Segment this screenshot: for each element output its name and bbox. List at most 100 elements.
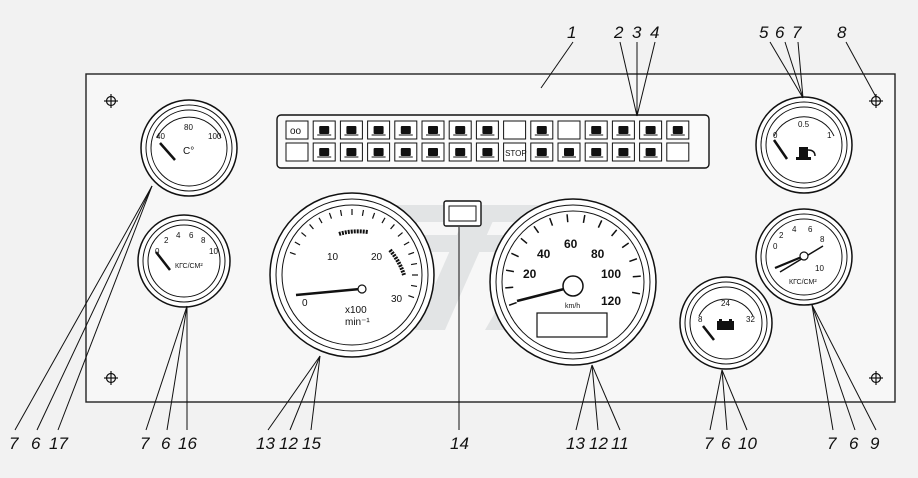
tacho-multiplier-label: x100 — [345, 305, 367, 316]
volt-tick-label: 24 — [721, 299, 730, 308]
callout-17: 17 — [49, 434, 68, 453]
callout-15: 15 — [302, 434, 321, 453]
air-unit-label: КГС/СМ² — [789, 279, 817, 286]
fog-light-icon — [367, 120, 391, 140]
gauge-needle — [772, 139, 789, 160]
tacho-tick-label: 0 — [302, 298, 308, 309]
tacho-tick — [361, 209, 365, 217]
callout-6: 6 — [775, 23, 785, 42]
coolant-temperature-gauge: 40 80 100 C° — [140, 99, 238, 197]
speed-tick-label: 80 — [591, 247, 605, 261]
lowbeam-icon — [421, 120, 445, 140]
speed-tick-label: 20 — [523, 267, 537, 281]
gauge-needle — [159, 142, 176, 161]
tacho-unit-label: min⁻¹ — [345, 317, 370, 328]
tacho-tick-label: 20 — [371, 252, 383, 263]
callout-6-oil: 6 — [161, 434, 171, 453]
battery-icon — [717, 319, 734, 330]
highbeam-icon — [394, 120, 418, 140]
callout-6-volt: 6 — [721, 434, 731, 453]
speed-tick-label: 100 — [601, 267, 621, 281]
callout-1: 1 — [567, 23, 576, 42]
callout-7-left: 7 — [9, 434, 19, 453]
air-tick-label: 0 — [773, 242, 778, 251]
volt-tick-label: 8 — [698, 315, 703, 324]
speedo-tick — [621, 242, 630, 249]
indicator-blank — [666, 142, 690, 162]
air-tick-label: 4 — [792, 225, 797, 234]
grid-icon — [312, 142, 336, 162]
speedo-tick — [505, 269, 515, 273]
oo: oo — [285, 120, 309, 140]
speedo-tick — [508, 301, 517, 306]
volt-tick-label: 32 — [746, 315, 755, 324]
gauge-needle — [295, 287, 361, 297]
mounting-screw — [104, 94, 118, 108]
oil-tick-label: 0 — [155, 247, 160, 256]
callout-7-volt: 7 — [704, 434, 714, 453]
gauge-needle — [155, 251, 171, 271]
tacho-tick — [408, 294, 415, 299]
tacho-tick — [294, 241, 301, 246]
tacho-tick — [309, 224, 314, 230]
oil-tick-label: 8 — [201, 236, 206, 245]
abs-icon — [584, 142, 608, 162]
speed-unit-label: km/h — [565, 303, 580, 310]
callout-4: 4 — [650, 23, 659, 42]
air-tick-label: 2 — [779, 231, 784, 240]
temp-tick-label: 80 — [184, 123, 193, 132]
oil-tick-label: 4 — [176, 231, 181, 240]
callout-5: 5 — [759, 23, 769, 42]
callout-16: 16 — [178, 434, 197, 453]
temp-tick-label: 40 — [156, 132, 165, 141]
turn-signal-icon — [448, 120, 472, 140]
tacho-tick — [397, 232, 403, 237]
callout-7-air: 7 — [827, 434, 837, 453]
rear-fog-icon — [530, 120, 554, 140]
speed-tick-label: 60 — [564, 237, 578, 251]
indicator-blank — [285, 142, 309, 162]
center-indicator-lamp — [443, 200, 482, 227]
mounting-screw — [104, 371, 118, 385]
speedo-tick — [632, 275, 641, 278]
leader-lines — [14, 41, 877, 431]
speed-tick-label: 40 — [537, 247, 551, 261]
tacho-tick — [289, 251, 296, 256]
tacho-tick — [371, 212, 376, 219]
speedo-tick — [610, 229, 618, 237]
speedo-tick — [505, 286, 514, 289]
callout-7-oil: 7 — [140, 434, 150, 453]
temp-tick-label: 100 — [208, 132, 222, 141]
speedo-tick — [629, 258, 638, 263]
air-filter-icon — [394, 142, 418, 162]
gauge-needle — [774, 254, 805, 270]
fuel-pump-icon — [796, 147, 816, 160]
tachometer: 0 10 20 30 x100 min⁻¹ — [269, 192, 435, 358]
battery-icon — [312, 120, 336, 140]
callout-9: 9 — [870, 434, 880, 453]
trailer-icon — [639, 120, 663, 140]
callout-12-tacho: 12 — [279, 434, 298, 453]
warning-light-panel: oo STOP — [276, 114, 710, 169]
callout-8: 8 — [837, 23, 847, 42]
callout-12-speedo: 12 — [589, 434, 608, 453]
fuel-filter-icon — [339, 142, 363, 162]
fuel-icon — [611, 142, 635, 162]
callout-13-tacho: 13 — [256, 434, 275, 453]
speedo-tick — [533, 225, 540, 234]
callout-labels: 1 2 3 4 5 6 7 8 7 6 17 7 6 16 13 12 15 1… — [9, 23, 880, 453]
tacho-tick — [328, 212, 333, 219]
air-tick-label: 10 — [815, 264, 824, 273]
indicator-blank — [557, 120, 581, 140]
tacho-tick-label: 10 — [327, 252, 339, 263]
tacho-tick-label: 30 — [391, 294, 403, 305]
fuel-tick-label: 0.5 — [798, 120, 810, 129]
mounting-screw — [869, 371, 883, 385]
speedo-tick — [631, 291, 641, 295]
gauge-needle — [702, 325, 715, 341]
speed-tick-label: 120 — [601, 294, 621, 308]
hazard-triangle-icon — [639, 142, 663, 162]
callout-2: 2 — [613, 23, 624, 42]
parking-brake-icon — [666, 120, 690, 140]
fuel-level-gauge: 0 0.5 1 — [755, 96, 853, 194]
